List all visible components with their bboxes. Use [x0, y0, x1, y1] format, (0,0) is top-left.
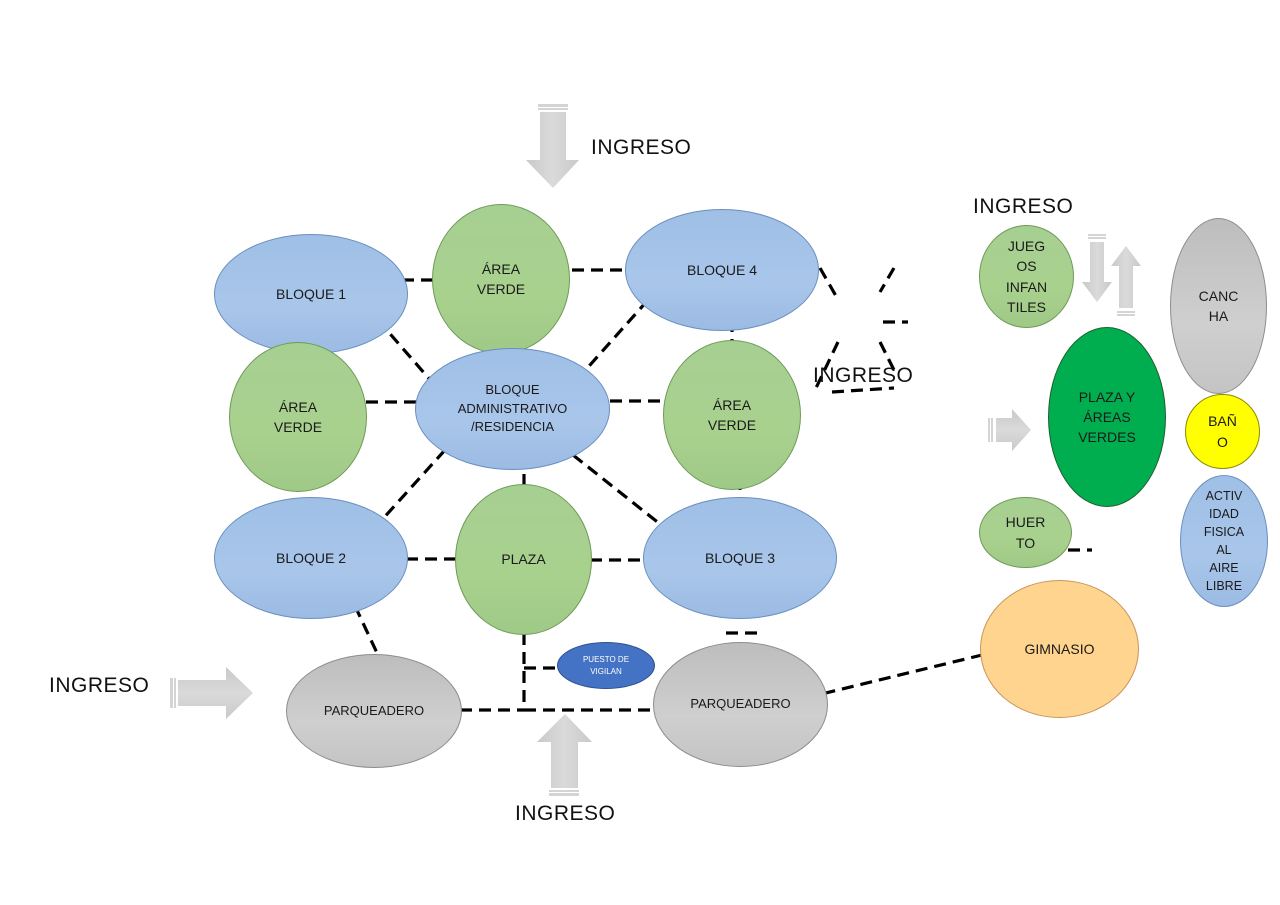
- dashed-connectors: [353, 267, 1092, 712]
- area-verde-top: ÁREA VERDE: [432, 204, 570, 354]
- connector: [818, 267, 838, 297]
- bloque-2: BLOQUE 2: [214, 497, 408, 619]
- connector: [831, 386, 895, 394]
- arrow-down-small: [1082, 234, 1112, 302]
- actividad-fisica-aire-libre: ACTIV IDAD FISICA AL AIRE LIBRE: [1180, 475, 1268, 607]
- ingreso-label-middle-right: INGRESO: [813, 364, 914, 387]
- arrow-ingreso-top: [526, 104, 579, 188]
- bloque-administrativo: BLOQUE ADMINISTRATIVO /RESIDENCIA: [415, 348, 610, 470]
- connector: [814, 341, 840, 389]
- arrow-ingreso-left: [170, 667, 253, 719]
- ingreso-label-right-top: INGRESO: [973, 195, 1074, 218]
- arrow-up-small: [1111, 246, 1141, 316]
- bloque-4: BLOQUE 4: [625, 209, 819, 331]
- connector: [376, 318, 434, 384]
- connector: [572, 453, 671, 534]
- ingreso-label-bottom: INGRESO: [515, 802, 616, 825]
- huerto: HUER TO: [979, 497, 1072, 568]
- parqueadero-right: PARQUEADERO: [653, 642, 828, 767]
- arrow-right-small: [988, 409, 1031, 451]
- connector: [378, 448, 447, 524]
- plaza-areas-verdes: PLAZA Y ÁREAS VERDES: [1048, 327, 1166, 507]
- connector: [804, 653, 983, 700]
- juegos-infantiles: JUEG OS INFAN TILES: [979, 225, 1074, 328]
- ingreso-label-left: INGRESO: [49, 674, 150, 697]
- bloque-3: BLOQUE 3: [643, 497, 837, 619]
- connector: [580, 298, 650, 376]
- puesto-vigilancia: PUESTO DE VIGILAN: [557, 642, 655, 689]
- connector: [878, 267, 896, 293]
- bloque-1: BLOQUE 1: [214, 234, 408, 354]
- parqueadero-left: PARQUEADERO: [286, 654, 462, 768]
- plaza: PLAZA: [455, 484, 592, 635]
- cancha: CANC HA: [1170, 218, 1267, 394]
- gimnasio: GIMNASIO: [980, 580, 1139, 718]
- arrow-ingreso-bottom: [537, 714, 592, 796]
- bano: BAÑ O: [1185, 394, 1260, 469]
- area-verde-right: ÁREA VERDE: [663, 340, 801, 490]
- area-verde-left: ÁREA VERDE: [229, 342, 367, 492]
- connector: [878, 341, 896, 371]
- connector: [353, 605, 380, 656]
- ingreso-label-top: INGRESO: [591, 136, 692, 159]
